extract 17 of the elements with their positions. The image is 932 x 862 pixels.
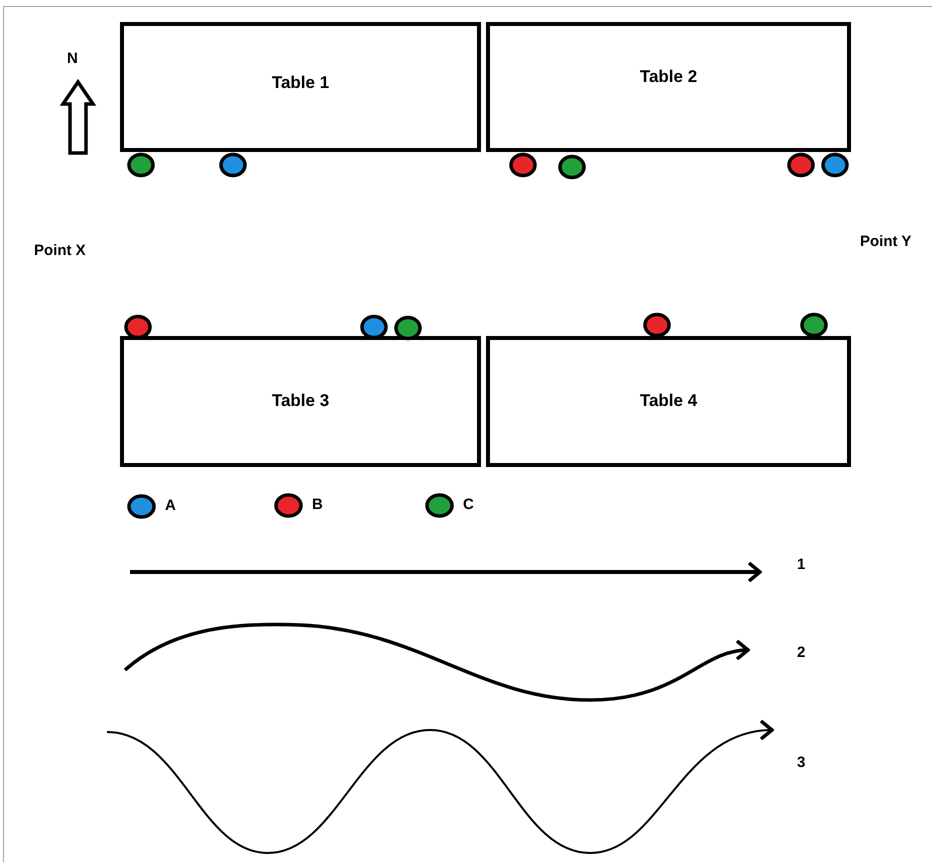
text-label: 3: [797, 753, 806, 773]
table-label: Table 3: [270, 390, 330, 412]
legend-label: A: [165, 496, 176, 516]
table-box: [486, 336, 851, 467]
legend-label: B: [312, 495, 323, 516]
legend-label: C: [463, 495, 474, 516]
table-box: [120, 336, 481, 467]
table-label: Table 4: [638, 390, 698, 412]
table-box: [486, 22, 851, 152]
text-label: Point X: [34, 241, 86, 261]
table-label: Table 2: [638, 66, 698, 88]
table-label: Table 1: [270, 72, 330, 94]
text-label: 1: [797, 555, 806, 575]
text-label: Point Y: [860, 232, 912, 252]
text-label: 2: [797, 643, 806, 663]
table-box: [120, 22, 481, 152]
text-label: N: [67, 49, 78, 69]
